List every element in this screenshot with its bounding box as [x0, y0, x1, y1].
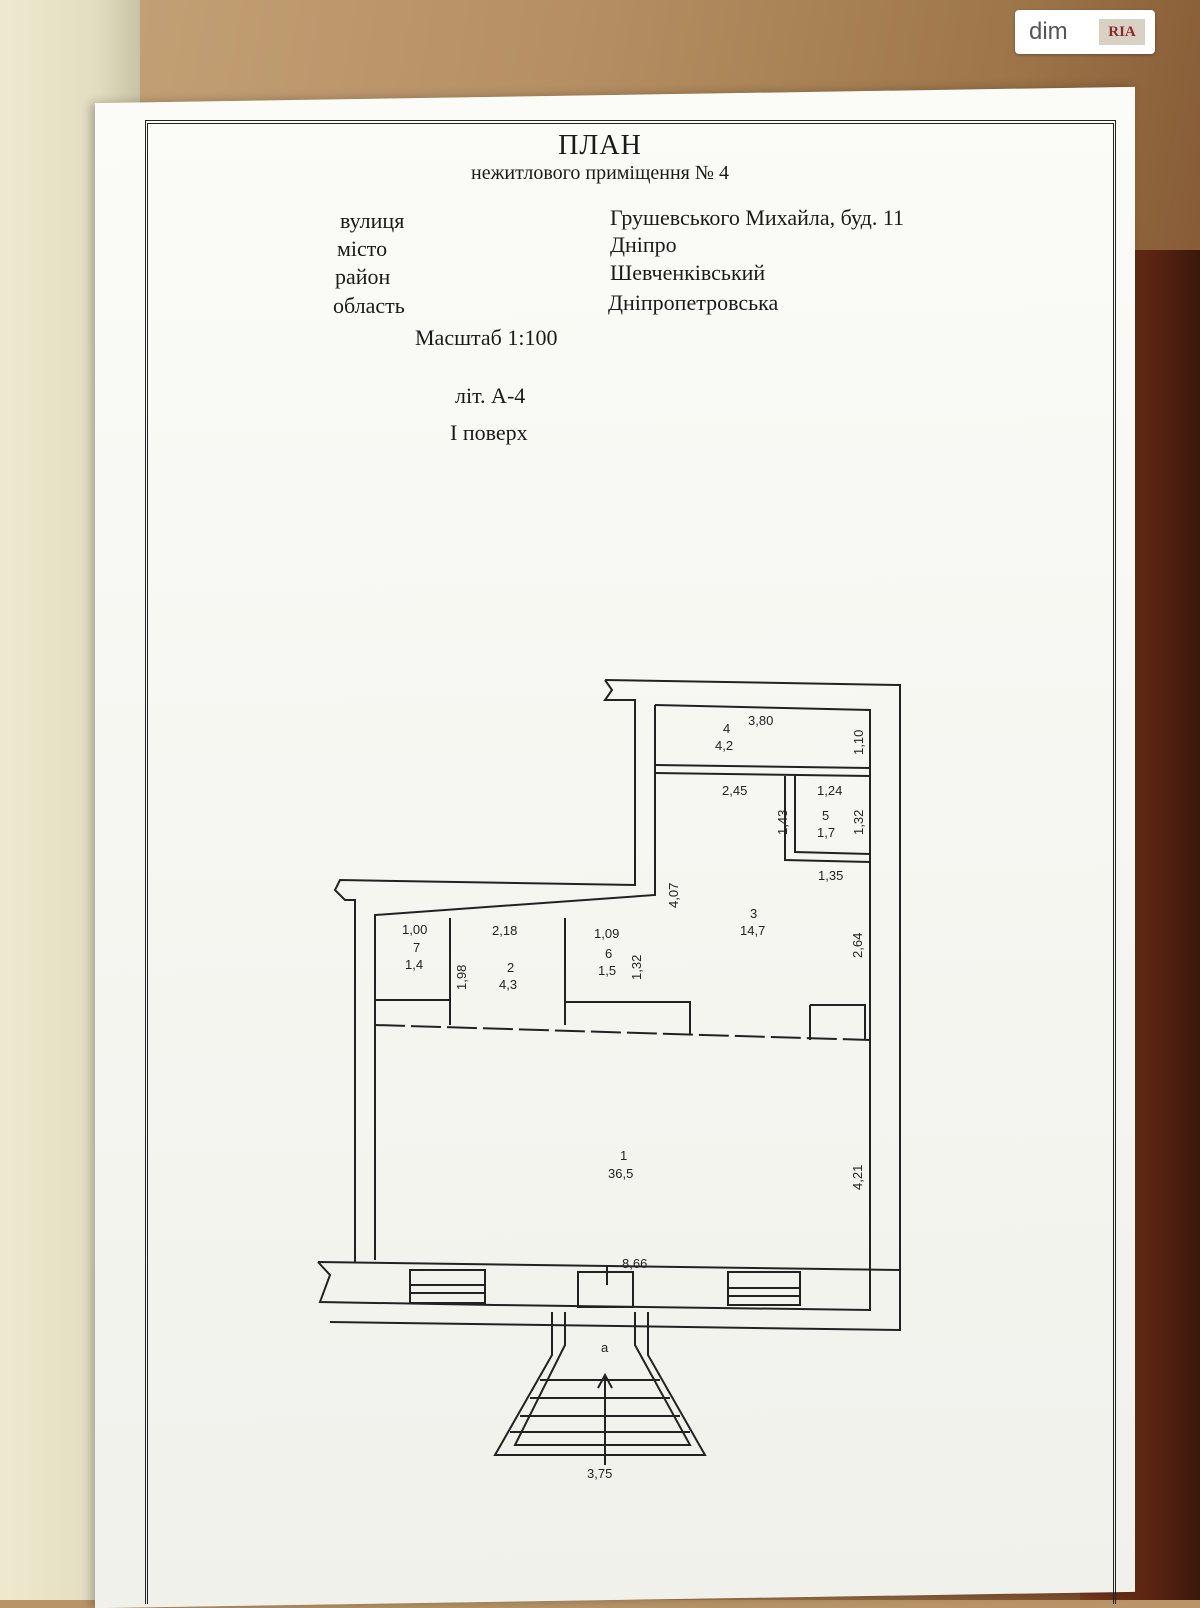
outer-wall-left [333, 679, 636, 1262]
outer-wall-right [329, 679, 901, 1332]
room-4-number: 4 [723, 721, 730, 736]
dim-3-75: 3,75 [587, 1466, 612, 1481]
room-7-area: 1,4 [405, 957, 423, 972]
room-3-number: 3 [750, 906, 757, 921]
door-entrance [577, 1271, 634, 1308]
inner-wall-right [494, 704, 871, 1312]
street-label: вулиця [340, 208, 405, 233]
dim-1-24: 1,24 [817, 783, 842, 798]
logo-dim-text: dim [1029, 18, 1068, 45]
room-3-area: 14,7 [740, 923, 765, 938]
room-1-number: 1 [620, 1148, 627, 1163]
inner-wall-left [374, 705, 656, 1260]
dim-1-43: 1,43 [775, 810, 790, 835]
stairs-outline [493, 1312, 707, 1456]
dim-2-64: 2,64 [850, 933, 865, 958]
city-label: місто [337, 236, 388, 261]
district-label: район [335, 264, 391, 289]
district-value: Шевченківський [610, 260, 766, 285]
logo-ria-badge: RIA [1099, 19, 1145, 45]
front-wall [317, 1261, 901, 1306]
room-6-area: 1,5 [598, 963, 616, 978]
room-labels: 4 4,2 5 1,7 3 14,7 7 1,4 2 4,3 6 1,5 1 3… [405, 721, 835, 1181]
dim-8-66: 8,66 [622, 1256, 647, 1271]
dim-1-09: 1,09 [594, 926, 619, 941]
entrance-label: а [601, 1340, 609, 1355]
room-6-number: 6 [605, 946, 612, 961]
room-2-number: 2 [507, 960, 514, 975]
scale-label: Масштаб 1:100 [415, 325, 558, 350]
room-1-area: 36,5 [608, 1166, 633, 1181]
dim-1-00: 1,00 [402, 922, 427, 937]
room-2-area: 4,3 [499, 977, 517, 992]
dim-1-10: 1,10 [851, 730, 866, 755]
dim-1-35: 1,35 [818, 868, 843, 883]
dimension-labels: 3,80 1,10 2,45 1,24 1,43 1,32 1,35 4,07 … [402, 713, 866, 1481]
room-5-area: 1,7 [817, 825, 835, 840]
floor-label: І поверх [450, 420, 528, 445]
document-title: ПЛАН [558, 130, 642, 161]
partition-room4 [654, 764, 871, 777]
partition-lower [375, 999, 691, 1035]
dimria-logo[interactable]: dim RIA [1015, 10, 1155, 54]
street-value: Грушевського Михайла, буд. 11 [610, 205, 905, 230]
letter-label: літ. А-4 [455, 383, 526, 408]
dim-4-21: 4,21 [850, 1165, 865, 1190]
window-left [409, 1269, 486, 1304]
page-frame [145, 120, 1116, 1604]
dim-2-45: 2,45 [722, 783, 747, 798]
dim-4-07: 4,07 [666, 883, 681, 908]
stairs-arrow [597, 1372, 613, 1465]
partition-room5 [784, 776, 871, 863]
dim-2-18: 2,18 [492, 923, 517, 938]
document-subtitle: нежитлового приміщення № 4 [471, 162, 729, 184]
dashed-line [374, 1024, 871, 1041]
region-label: область [333, 293, 405, 318]
dim-3-80: 3,80 [748, 713, 773, 728]
pillar [809, 1004, 866, 1040]
plan-walls [317, 679, 901, 1465]
room-4-area: 4,2 [715, 738, 733, 753]
room-7-number: 7 [413, 940, 420, 955]
partition-rooms-2-6 [449, 918, 566, 1025]
region-value: Дніпропетровська [608, 290, 779, 315]
city-value: Дніпро [610, 232, 677, 257]
dim-1-32b: 1,32 [629, 955, 644, 980]
dim-1-32a: 1,32 [851, 810, 866, 835]
room-5-number: 5 [822, 808, 829, 823]
dim-1-98: 1,98 [454, 965, 469, 990]
